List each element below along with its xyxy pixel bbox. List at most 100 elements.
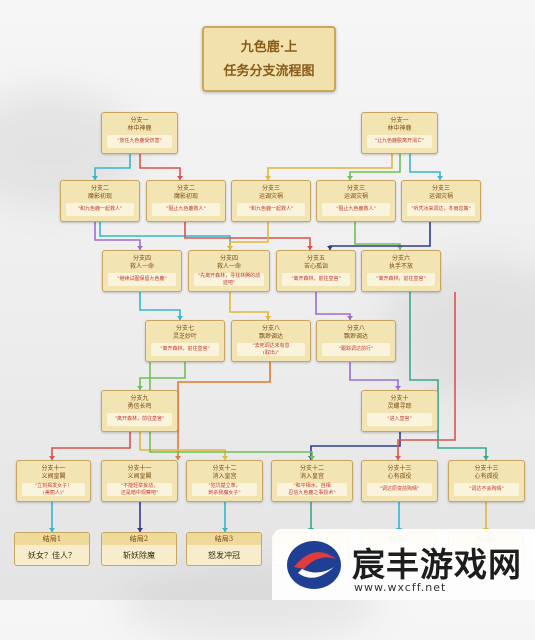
- branch-choice: "调达不会殉晴": [454, 483, 519, 496]
- branch-node-b4b: 分支四 救人一命"先离开森林，寻找林腾的动迹吧": [188, 250, 270, 292]
- connector-line: [310, 432, 401, 460]
- connector-arrowhead: [137, 246, 143, 250]
- branch-choice: "放任九色鹿受伤害": [107, 135, 172, 148]
- connector-arrowhead: [347, 316, 353, 320]
- branch-node-b11a: 分支十一 义阀皇閣"立刻揭发女子！ (美丽人)": [16, 460, 91, 502]
- connector-arrowhead: [437, 176, 443, 180]
- branch-node-b1b: 分支一 林中神鹿"让九色鹿脱离开消亡": [361, 112, 438, 154]
- connector-arrowhead: [175, 456, 181, 460]
- connector-arrowhead: [307, 246, 313, 250]
- connector-arrowhead: [177, 316, 183, 320]
- branch-heading: 分支三 运调灾祸: [258, 185, 283, 200]
- connector-line: [139, 292, 181, 320]
- connector-arrowhead: [49, 456, 55, 460]
- branch-choice: "跟踪调达前行": [322, 343, 390, 356]
- branch-heading: 分支一 林中神鹿: [127, 117, 152, 132]
- branch-choice: "听凭冰来调达，冬雨息策": [407, 203, 475, 216]
- connector-arrowhead: [137, 386, 143, 390]
- connector-arrowhead: [309, 456, 315, 460]
- branch-heading: 分支三 运调灾祸: [428, 185, 453, 200]
- connector-line: [267, 154, 393, 180]
- branch-heading: 分支十一 义阀皇閣: [127, 465, 152, 480]
- connector-line: [139, 432, 226, 460]
- branch-node-b2b: 分支二 魔影初现 "阻止九色鹿救人": [146, 180, 226, 222]
- connector-line: [139, 154, 181, 180]
- watermark-logo-icon: [287, 541, 341, 589]
- branch-heading: 分支十三 心有孤役: [474, 465, 499, 480]
- watermark: 宸丰游戏网 www.wxcff.net: [272, 529, 535, 600]
- connector-arrowhead: [395, 386, 401, 390]
- ending-title: 结局3: [187, 533, 261, 545]
- branch-heading: 分支三 运调灾祸: [343, 185, 368, 200]
- connector-line: [94, 222, 141, 250]
- ending-title: 结局1: [15, 533, 89, 545]
- branch-choice: "犯坑楚立萃， 刺杀我魔女子": [192, 483, 257, 496]
- branch-node-b5: 分支五 苦心孤诣 "离开森林，前往皇宫": [276, 250, 356, 292]
- branch-heading: 分支五 苦心孤诣: [303, 255, 328, 270]
- branch-node-b1a: 分支一 林中神鹿 "放任九色鹿受伤害": [101, 112, 178, 154]
- connector-line: [409, 292, 487, 460]
- watermark-text: 宸丰游戏网: [352, 545, 522, 584]
- branch-choice: "离开森林，前往皇宫": [151, 343, 219, 356]
- branch-node-b7: 分支七 灵芝妙叶 "离开森林，前往皇宫": [145, 320, 225, 362]
- branch-node-b11b: 分支十一 义阀皇閣 "不能轻举妄动， 还是暗中观察吧": [101, 460, 178, 502]
- connector-lines: [49, 154, 489, 532]
- branch-choice: "调达原变前殉晴": [367, 483, 432, 496]
- connector-arrowhead: [222, 456, 228, 460]
- connector-arrowhead: [265, 316, 271, 320]
- ending-title: 结局2: [102, 533, 176, 545]
- branch-heading: 分支七 灵芝妙叶: [172, 325, 197, 340]
- connector-arrowhead: [327, 246, 333, 250]
- branch-choice: "离开森林，前往皇宫": [282, 273, 350, 286]
- branch-heading: 分支二 魔影初现: [173, 185, 198, 200]
- branch-heading: 分支六 执手不放: [388, 255, 413, 270]
- branch-node-b10: 分支十 灵螺寻踪 "进入皇宫": [361, 390, 438, 432]
- ending-card-3: 结局3 怒发冲冠: [186, 532, 262, 566]
- branch-choice: "和九色鹿一起救人": [66, 203, 134, 216]
- title-line1: 九色鹿·上: [240, 40, 298, 55]
- branch-choice: "离开森林，前往皇宫": [107, 413, 172, 426]
- ending-text: 怒发冲冠: [208, 551, 240, 560]
- connector-line: [51, 432, 131, 460]
- branch-choice: "和平相水，自相 忍信九色鹿之事授术": [277, 483, 347, 496]
- branch-node-b8b: 分支八 飘渺调达 "跟踪调达前行": [316, 320, 396, 362]
- branch-choice: "先离开森林，寻找林腾的动迹吧": [194, 273, 264, 286]
- connector-line: [184, 222, 311, 250]
- connector-arrowhead: [397, 246, 403, 250]
- branch-choice: "进入皇宫": [367, 413, 432, 426]
- branch-node-b6: 分支六 执手不放"离开森林，前往皇宫": [361, 250, 441, 292]
- connector-line: [349, 362, 399, 390]
- branch-choice: "立刻揭发女子！ (美丽人)": [22, 483, 85, 496]
- branch-heading: 分支八 飘渺调达: [258, 325, 283, 340]
- connector-arrowhead: [265, 176, 271, 180]
- branch-heading: 分支八 飘渺调达: [343, 325, 368, 340]
- connector-arrowhead: [49, 528, 55, 532]
- branch-node-b12a: 分支十二 消入皇宫 "犯坑楚立萃， 刺杀我魔女子": [186, 460, 263, 502]
- branch-choice: "阻止九色鹿救人": [152, 203, 220, 216]
- connector-line: [99, 222, 231, 250]
- branch-choice: "阻止九色鹿救人": [322, 203, 390, 216]
- ending-text: 斩妖除魔: [123, 551, 155, 560]
- title-line2: 任务分支流程图: [223, 64, 315, 79]
- connector-line: [94, 154, 131, 180]
- connector-line: [229, 222, 269, 250]
- branch-node-b12b: 分支十二 消入皇宫"和平相水，自相 忍信九色鹿之事授术": [271, 460, 353, 502]
- connector-line: [139, 362, 186, 390]
- branch-heading: 分支十 灵螺寻踪: [387, 395, 412, 410]
- connector-arrowhead: [177, 176, 183, 180]
- connector-line: [397, 292, 456, 460]
- branch-heading: 分支十二 消入皇宫: [212, 465, 237, 480]
- branch-node-b9: 分支九 勇信长鸣"离开森林，前往皇宫": [101, 390, 178, 432]
- branch-choice: "继续试图保留九色鹿": [108, 273, 176, 286]
- branch-node-b8a: 分支八 飘渺调达"去死调达未有息 (取出)": [231, 320, 311, 362]
- connector-arrowhead: [395, 456, 401, 460]
- branch-choice: "不能轻举妄动， 还是暗中观察吧": [107, 483, 172, 496]
- branch-node-b13b: 分支十三 心有孤役 "调达不会殉晴": [448, 460, 525, 502]
- branch-heading: 分支四 救人一命: [129, 255, 154, 270]
- branch-node-b3a: 分支三 运调灾祸 "和九色鹿一起救人": [231, 180, 311, 222]
- connector-arrowhead: [227, 246, 233, 250]
- branch-heading: 分支一 林中神鹿: [387, 117, 412, 132]
- branch-choice: "和九色鹿一起救人": [237, 203, 305, 216]
- branch-node-b13a: 分支十三 心有孤役"调达原变前殉晴": [361, 460, 438, 502]
